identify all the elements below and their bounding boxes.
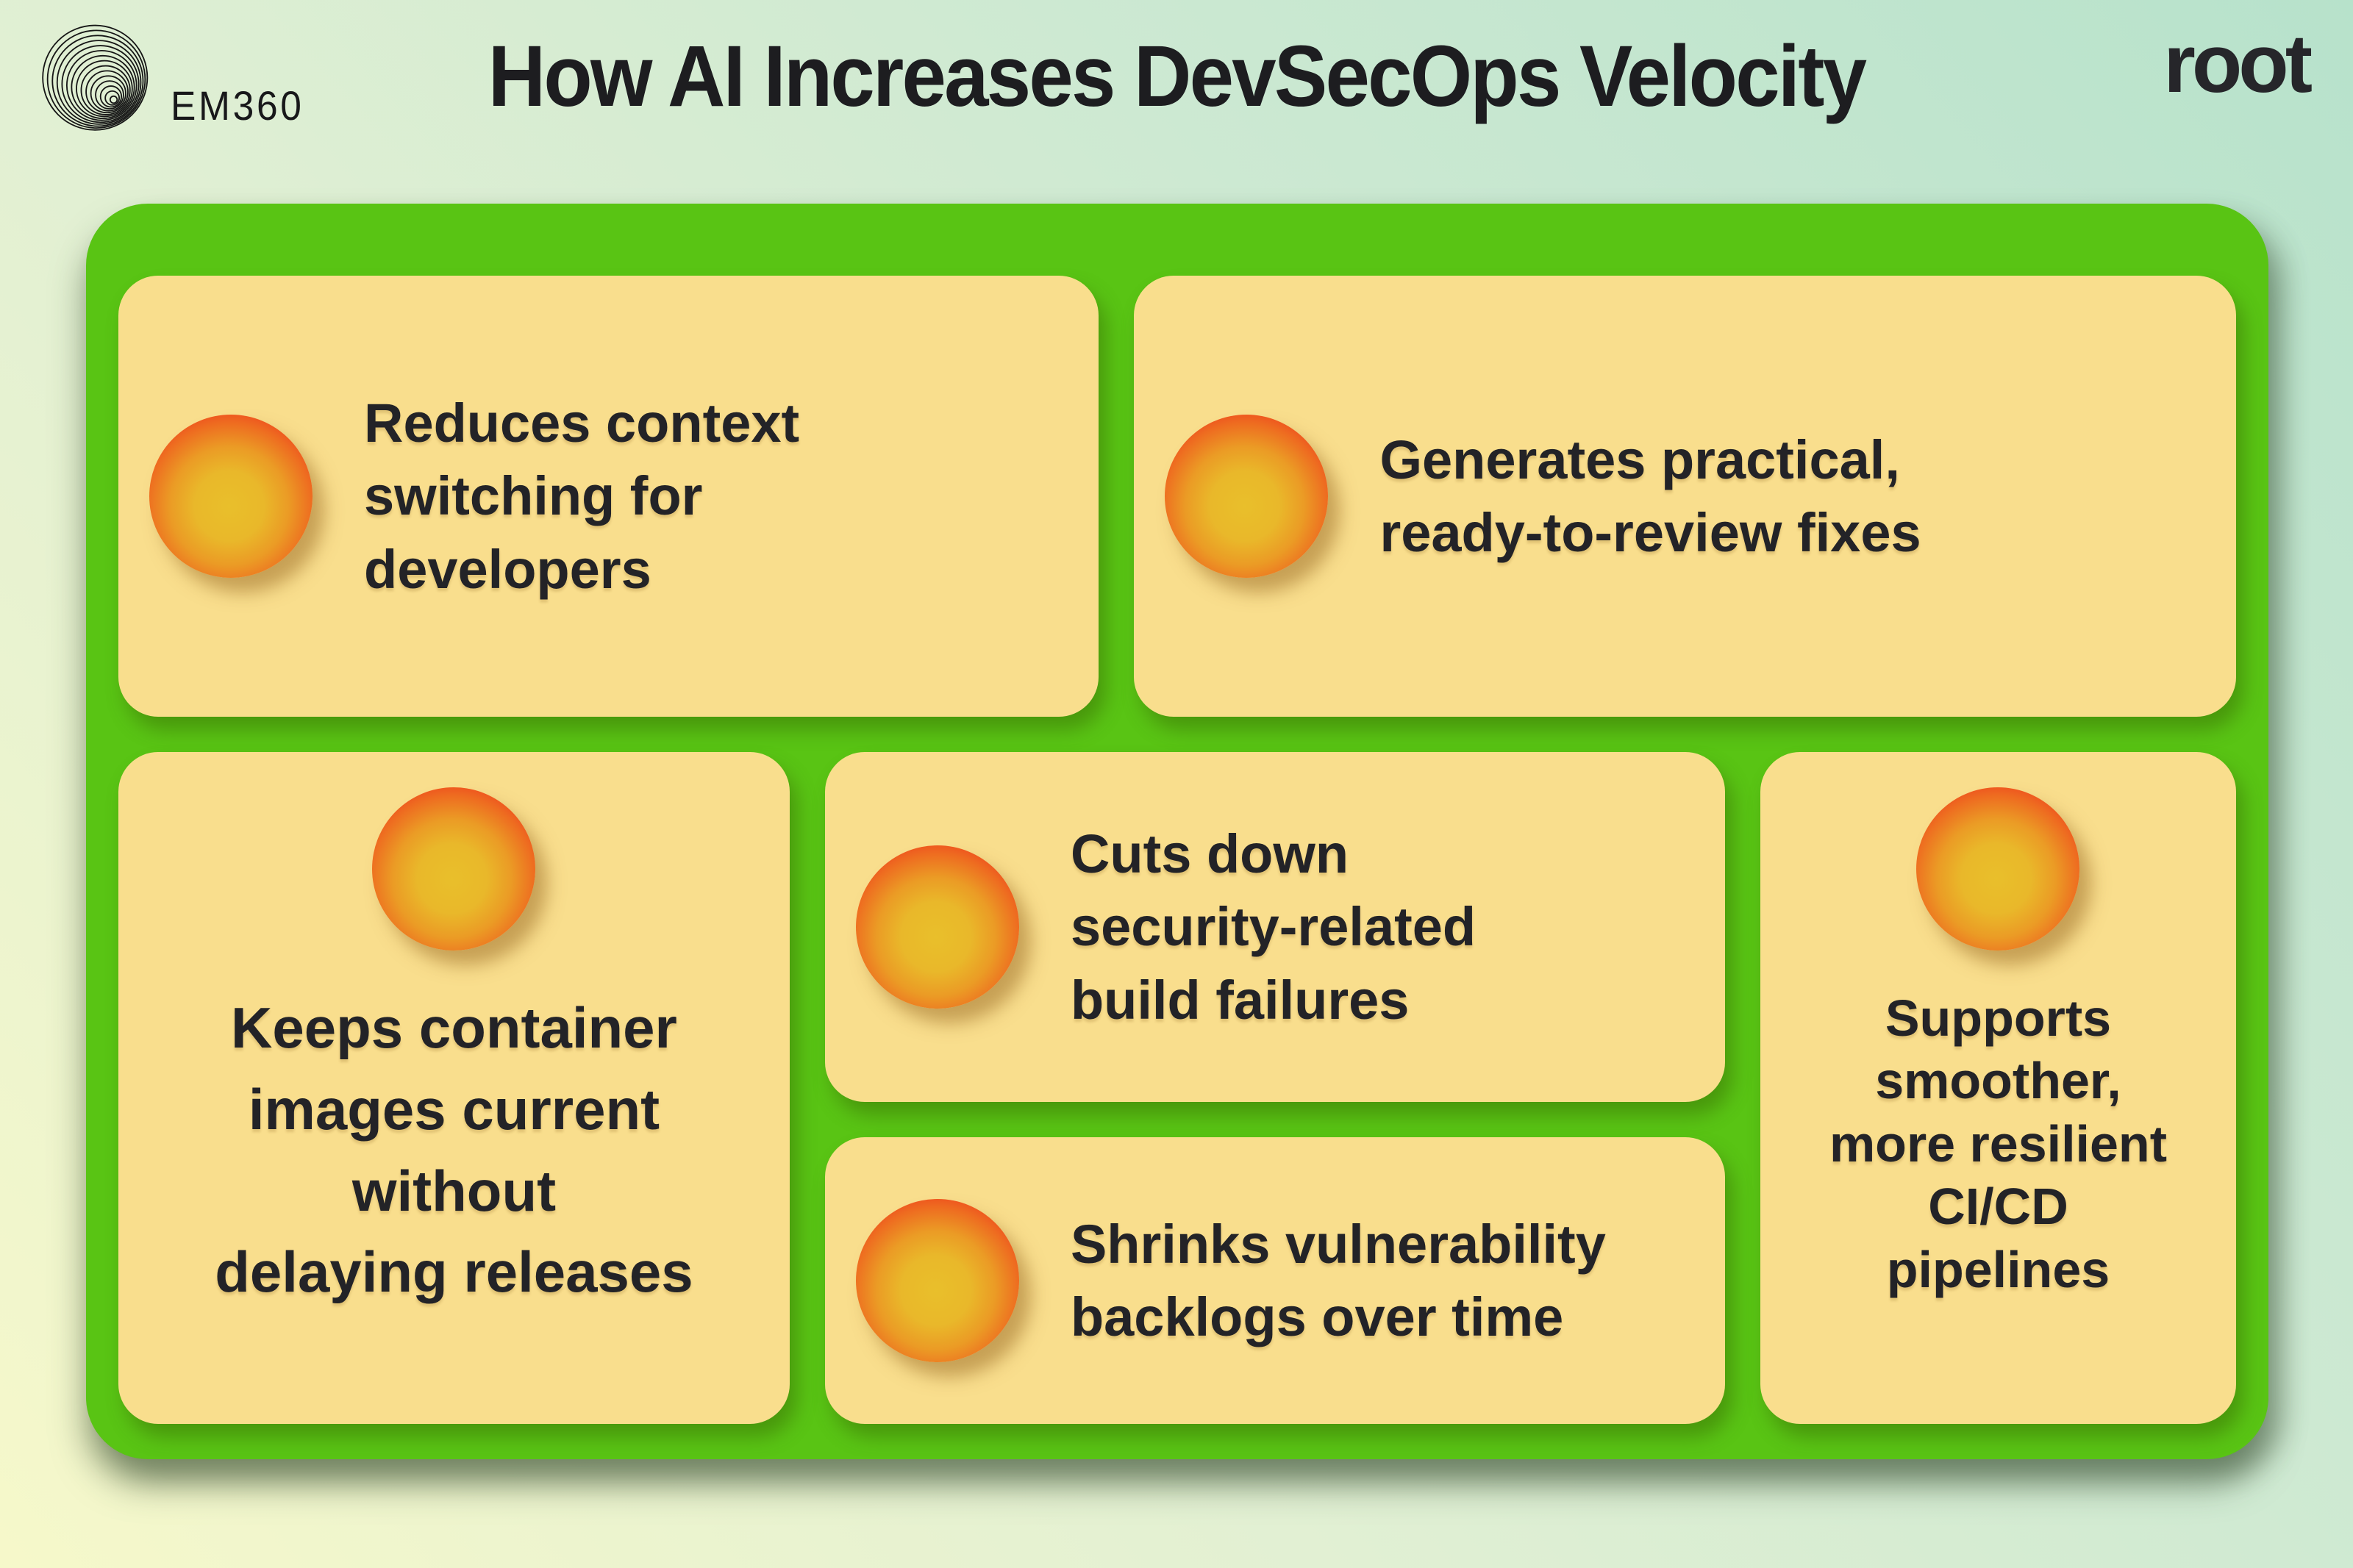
page-title: How AI Increases DevSecOps Velocity [488,28,1867,125]
card-text: Reduces context switching for developers [364,393,800,600]
card-text: Keeps container images current without d… [215,995,693,1305]
card-reduces-context-switching: Reduces context switching for developers [118,276,1099,717]
bullet-circle-icon [372,787,536,951]
card-row-top: Reduces context switching for developers… [118,276,2236,717]
em360-logo-text: EM360 [171,82,304,129]
card-keeps-container-images: Keeps container images current without d… [118,752,790,1424]
bullet-circle-icon [149,415,313,578]
bullet-circle-icon [855,845,1019,1009]
infographic-panel: Reduces context switching for developers… [86,204,2268,1459]
card-text: Generates practical, ready-to-review fix… [1379,429,1921,563]
bullet-circle-icon [855,1198,1019,1362]
card-row-bottom: Keeps container images current without d… [118,752,2236,1424]
card-supports-cicd: Supports smoother, more resilient CI/CD … [1760,752,2236,1424]
middle-column: Cuts down security-related build failure… [824,752,1725,1424]
bullet-circle-icon [1165,415,1329,578]
em360-swirl-icon [42,24,149,131]
card-generates-fixes: Generates practical, ready-to-review fix… [1134,276,2236,717]
card-cuts-build-failures: Cuts down security-related build failure… [824,752,1725,1102]
card-text: Supports smoother, more resilient CI/CD … [1829,989,2168,1298]
bullet-circle-icon [1916,787,2080,951]
em360-logo: EM360 [38,15,315,141]
card-text: Shrinks vulnerability backlogs over time [1070,1213,1606,1347]
card-text: Cuts down security-related build failure… [1070,823,1477,1031]
card-shrinks-backlogs: Shrinks vulnerability backlogs over time [824,1136,1725,1424]
root-logo: root [2163,18,2313,110]
